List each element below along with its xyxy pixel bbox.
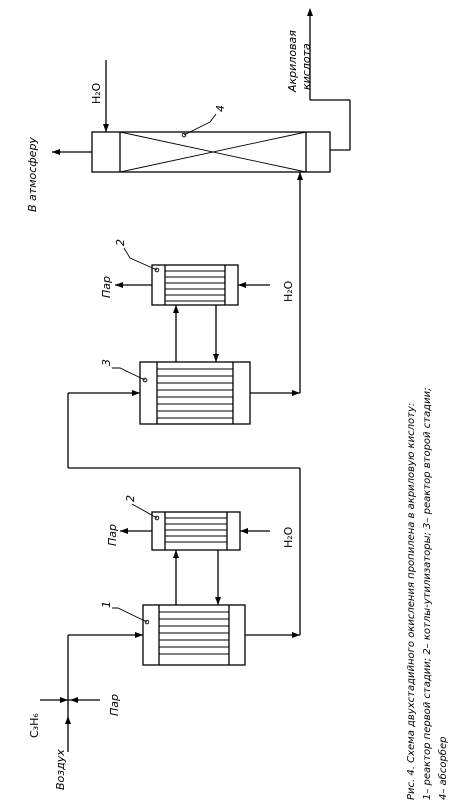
to-atmosphere-label: В атмосферу	[26, 137, 39, 212]
waste-heat-boiler-2	[151, 264, 239, 306]
water-label-1: H₂O	[282, 526, 295, 548]
reactor1-to-reactor3-line	[67, 390, 301, 638]
number-absorber: 4	[214, 105, 227, 112]
air-label: Воздух	[54, 749, 67, 790]
reactor3-to-absorber-line	[250, 172, 303, 396]
number-reactor-1: 1	[100, 601, 113, 608]
number-reactor-3: 3	[100, 359, 113, 366]
leader-lines	[112, 113, 217, 623]
water-absorber-label: H₂O	[90, 82, 103, 104]
reactor3-boiler2-connections	[115, 282, 270, 362]
reactor1-boiler1-connections	[120, 528, 270, 605]
caption-line-3: 4– абсорбер	[437, 737, 449, 800]
water-label-2: H₂O	[282, 280, 295, 302]
propylene-label: C₃H₆	[28, 713, 41, 738]
steam-in-label: Пар	[108, 694, 121, 716]
number-boiler-2: 2	[114, 239, 127, 246]
number-boiler-1: 2	[124, 495, 137, 502]
reactor-3	[139, 361, 251, 425]
waste-heat-boiler-1	[151, 511, 241, 551]
steam-out-label-2: Пар	[100, 276, 113, 298]
feed-lines	[40, 632, 143, 752]
acrylic-acid-label-1: Акриловая	[286, 30, 299, 93]
reactor-1	[142, 604, 246, 666]
absorber	[91, 131, 331, 173]
caption-line-2: 1– реактор первой стадии; 2– котлы-утили…	[422, 388, 433, 800]
absorber-connections	[52, 8, 351, 155]
acrylic-acid-label-2: кислота	[300, 43, 313, 90]
caption-line-1: Рис. 4. Схема двухстадийного окисления п…	[406, 403, 417, 800]
steam-out-label-1: Пар	[106, 524, 119, 546]
